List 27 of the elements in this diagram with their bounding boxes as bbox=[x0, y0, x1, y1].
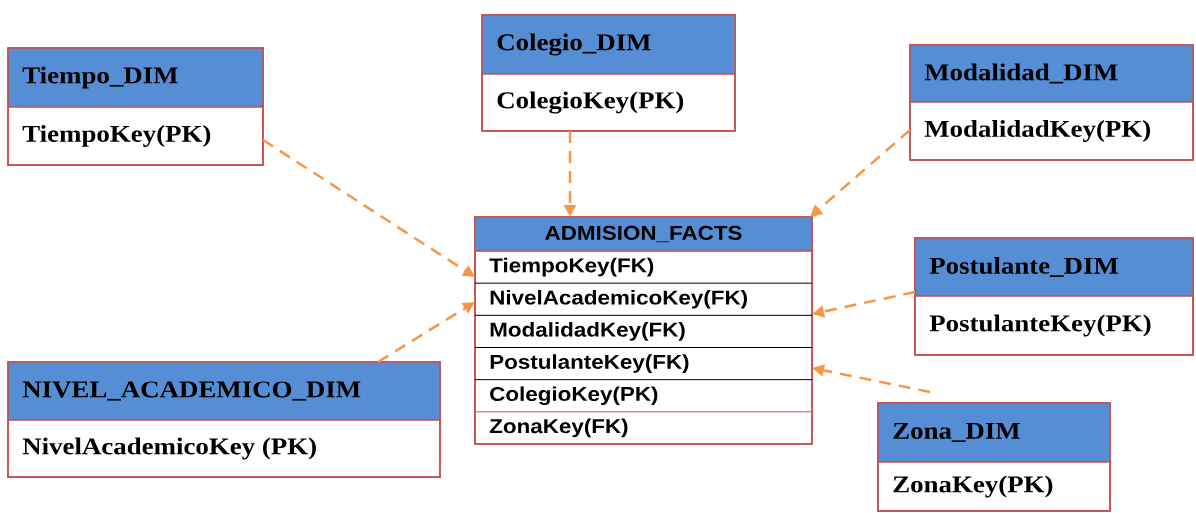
key-field: PostulanteKey(FK) bbox=[490, 354, 689, 373]
key-field: ModalidadKey(FK) bbox=[490, 322, 685, 341]
table-title: Modalidad_DIM bbox=[924, 63, 1118, 84]
key-field: ColegioKey(PK) bbox=[497, 91, 684, 114]
table-title: Colegio_DIM bbox=[497, 33, 651, 56]
key-field: ZonaKey(PK) bbox=[893, 475, 1053, 498]
table-box bbox=[909, 44, 1194, 161]
table-title: Zona_DIM bbox=[893, 422, 1020, 442]
table-box bbox=[877, 402, 1111, 512]
table-box bbox=[481, 14, 736, 132]
table-title: ADMISION_FACTS bbox=[545, 225, 742, 243]
table-box bbox=[474, 216, 813, 445]
key-field: TiempoKey(PK) bbox=[22, 125, 211, 147]
key-field: TiempoKey(FK) bbox=[489, 257, 654, 277]
table-box bbox=[7, 47, 264, 166]
table-box bbox=[7, 361, 441, 478]
table-title: Postulante_DIM bbox=[929, 257, 1119, 277]
arrow bbox=[810, 129, 911, 217]
key-field: ModalidadKey(PK) bbox=[924, 120, 1150, 142]
key-field: PostulanteKey(PK) bbox=[929, 314, 1151, 337]
key-field: NivelAcademicoKey (PK) bbox=[22, 437, 316, 460]
table-title: NIVEL_ACADEMICO_DIM bbox=[22, 381, 361, 401]
key-field: ZonaKey(FK) bbox=[489, 418, 628, 438]
table-title: Tiempo_DIM bbox=[22, 66, 178, 89]
table-box bbox=[914, 237, 1194, 356]
key-field: NivelAcademicoKey(FK) bbox=[490, 289, 747, 309]
key-field: ColegioKey(PK) bbox=[490, 386, 658, 406]
